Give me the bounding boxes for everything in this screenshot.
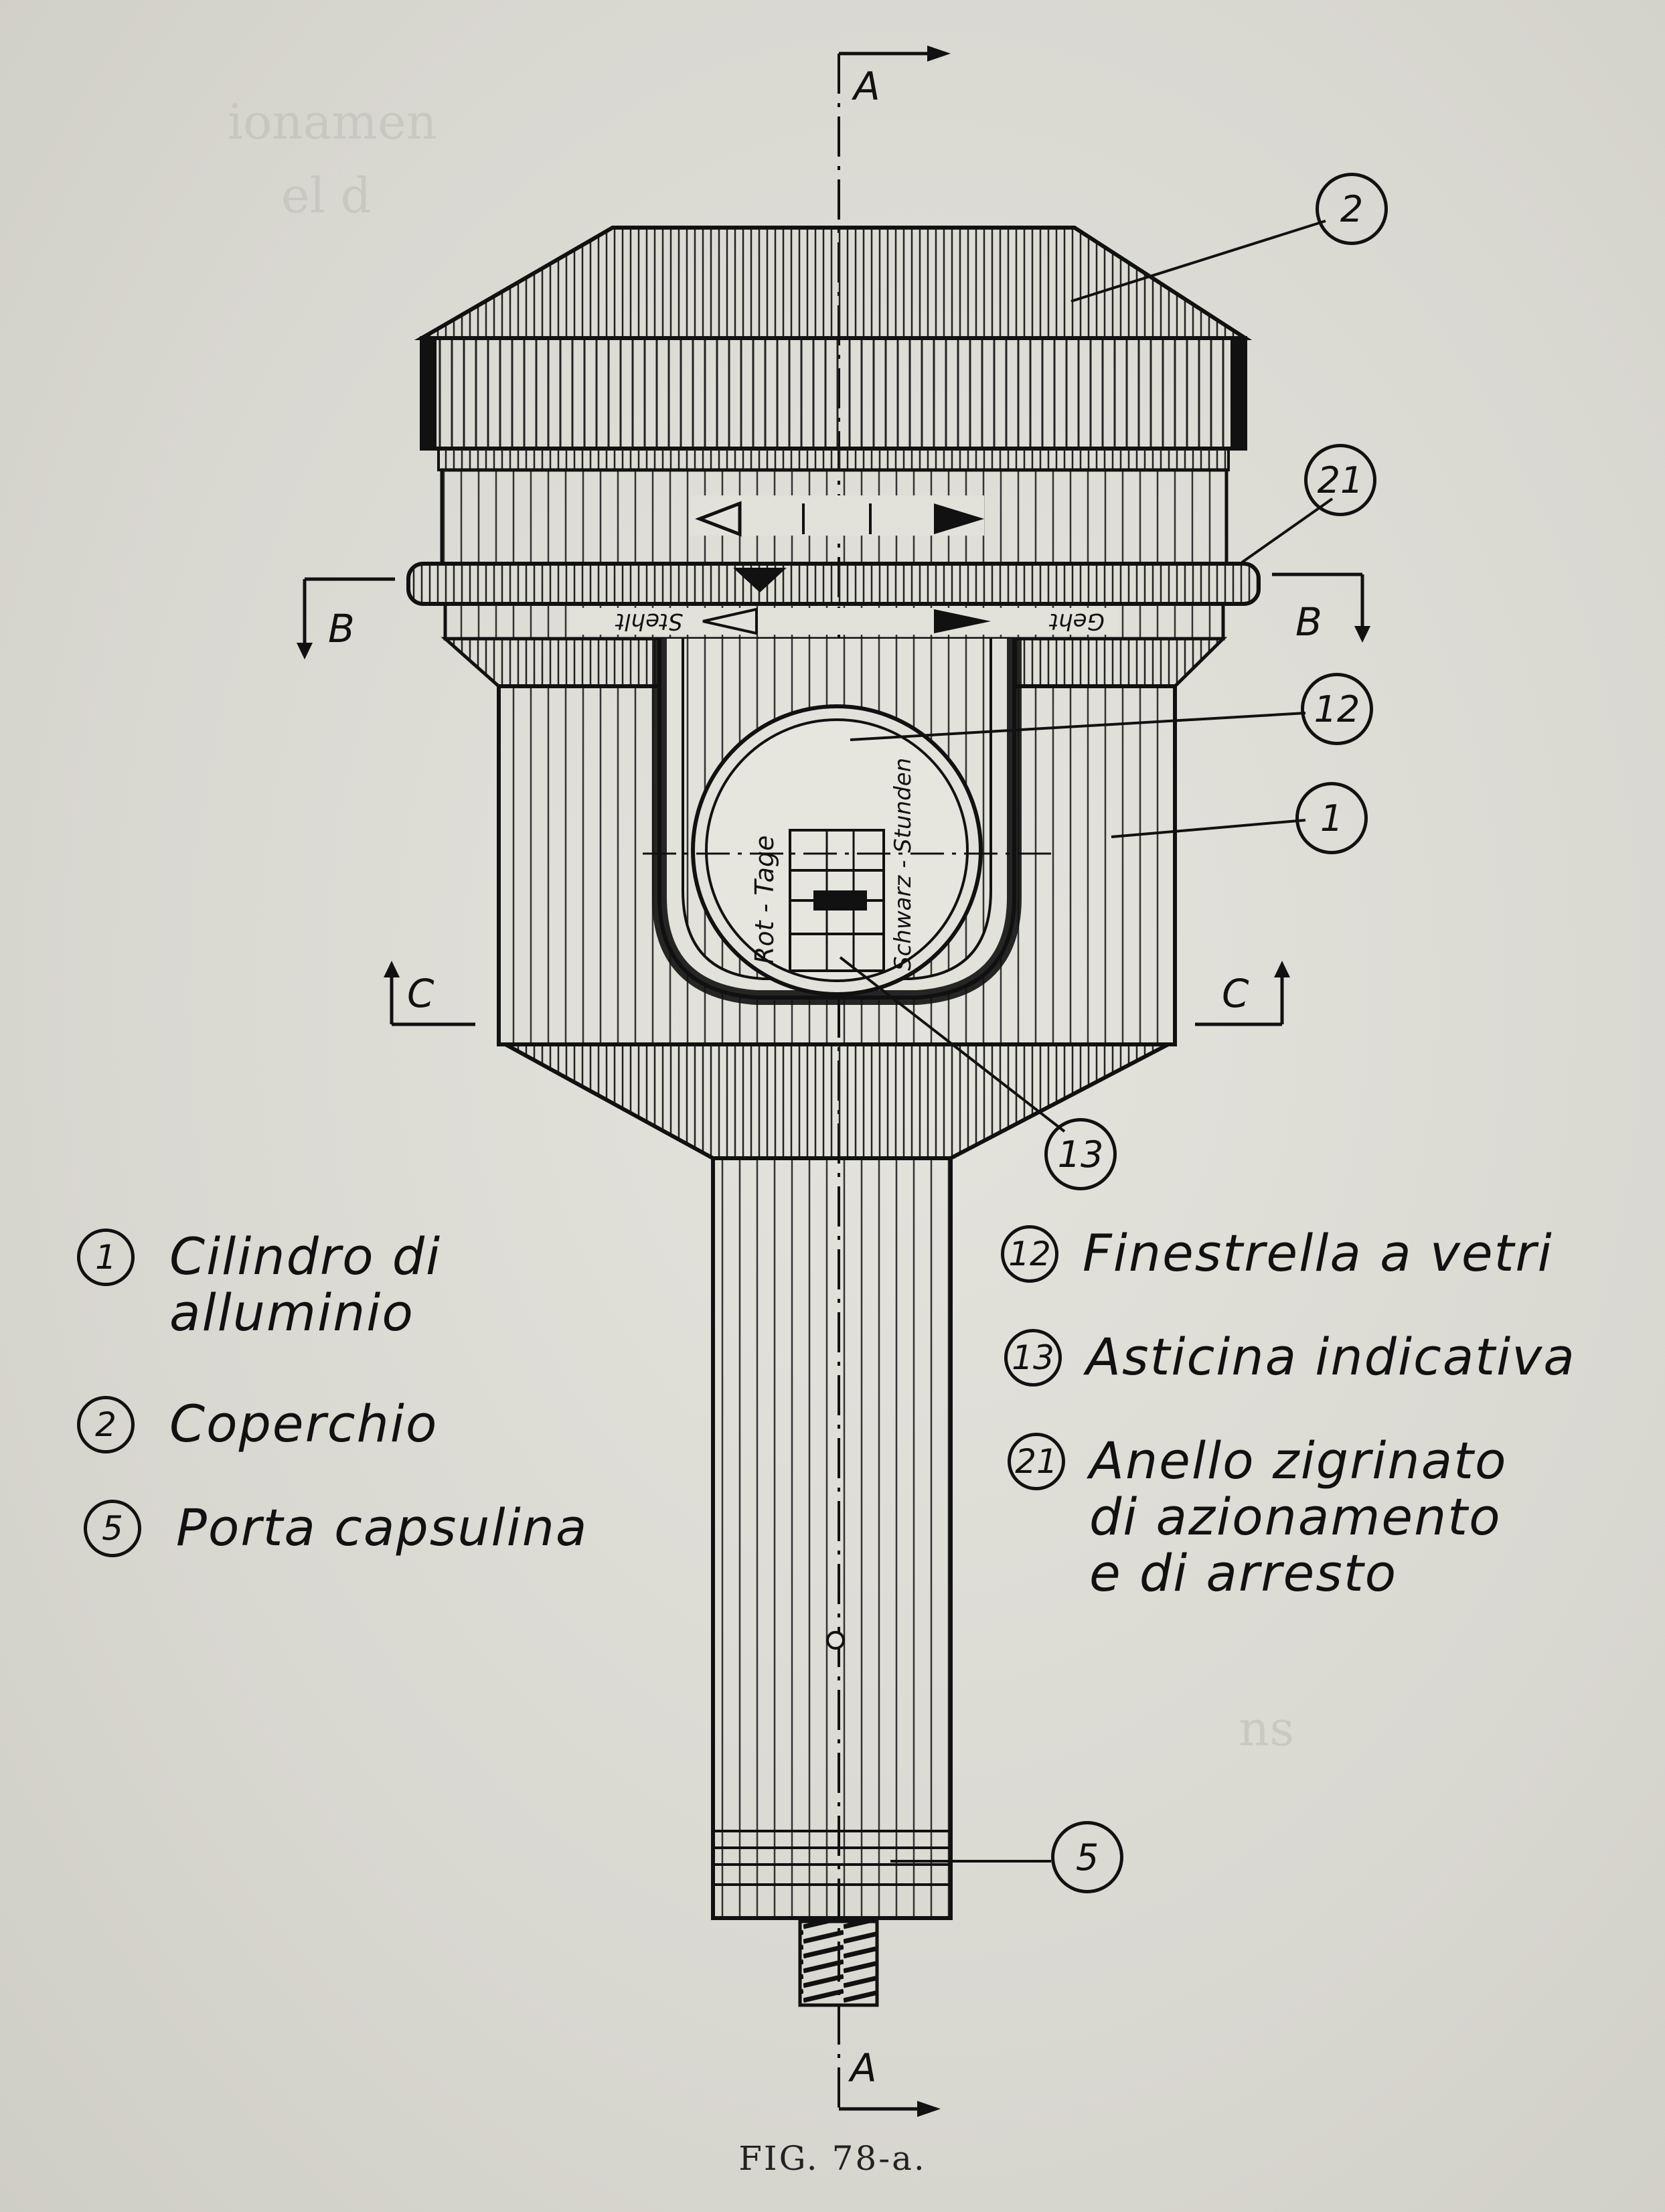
legend-number: 12 [1001, 1225, 1058, 1283]
cap-knurled-band [420, 336, 1247, 471]
window-label-schwarz-stunden: Schwarz - Stunden [890, 758, 917, 971]
screw-thread [798, 1919, 879, 2007]
section-mark-b-left [297, 577, 395, 659]
upper-scale-band [440, 468, 1228, 566]
bleed-through-text: el d [281, 167, 372, 224]
window-label-rot-tage: Rot - Tage [750, 836, 779, 964]
knurled-ring [406, 562, 1261, 606]
bleed-through-text: ns [1239, 1701, 1295, 1757]
section-mark-b-right [1272, 572, 1370, 643]
leader-lines [839, 220, 1334, 1863]
legend-text: Cilindro di alluminio [169, 1227, 442, 1342]
legend-text: Anello zigrinato di azionamento e di arr… [1089, 1431, 1508, 1603]
legend-item-12: 12 Finestrella a vetri [1001, 1225, 1553, 1283]
legend-number: 21 [1008, 1433, 1065, 1490]
section-letter-a-bottom: A [850, 2045, 877, 2091]
section-letter-a-top: A [854, 64, 880, 109]
callout-21: 21 [1304, 444, 1376, 516]
callout-1: 1 [1295, 782, 1368, 854]
legend-number: 1 [77, 1229, 135, 1286]
legend-item-13: 13 Asticina indicativa [1004, 1329, 1576, 1387]
section-mark-a-top [839, 46, 951, 62]
section-mark-c-right [1195, 961, 1290, 1026]
cap-cone [414, 226, 1253, 340]
lower-scale-band: Stehlt Geht [443, 602, 1225, 641]
section-letter-c-right: C [1222, 971, 1249, 1016]
section-mark-a-bottom [839, 2101, 941, 2117]
legend-text: Finestrella a vetri [1083, 1223, 1553, 1283]
figure-caption: FIG. 78-a. [738, 2139, 927, 2178]
legend-number: 2 [77, 1396, 135, 1453]
ring-label-geht: Geht [1048, 608, 1105, 635]
legend-text: Asticina indicativa [1086, 1327, 1576, 1387]
legend-number: 5 [84, 1500, 141, 1557]
bleed-through-text: ionamen [228, 94, 437, 150]
ring-label-stehlt: Stehlt [615, 608, 683, 635]
legend-item-1: 1 Cilindro di alluminio [77, 1229, 441, 1341]
capsule-holder-stem [711, 1156, 953, 1920]
callout-5: 5 [1051, 1821, 1123, 1893]
legend-item-21: 21 Anello zigrinato di azionamento e di … [1008, 1433, 1507, 1601]
section-letter-b-right: B [1295, 599, 1322, 645]
callout-12: 12 [1301, 673, 1373, 745]
section-mark-c-left [384, 961, 475, 1026]
legend-text: Porta capsulina [176, 1498, 588, 1557]
callout-2: 2 [1316, 173, 1388, 245]
section-letter-b-left: B [328, 606, 355, 651]
legend-text: Coperchio [169, 1394, 439, 1453]
legend-item-2: 2 Coperchio [77, 1396, 438, 1453]
glass-window: Rot - Tage Schwarz - Stunden [643, 704, 1058, 996]
section-letter-c-left: C [407, 971, 434, 1016]
callout-13: 13 [1044, 1118, 1117, 1190]
legend-number: 13 [1004, 1329, 1062, 1387]
legend-item-5: 5 Porta capsulina [84, 1500, 588, 1557]
